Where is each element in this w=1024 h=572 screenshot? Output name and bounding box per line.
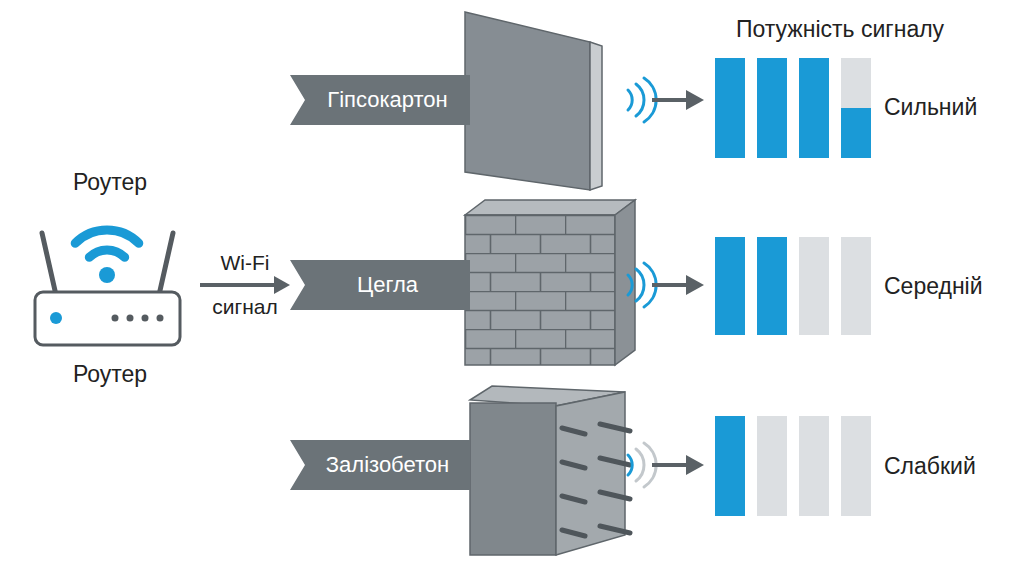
strength-label: Середній <box>884 273 983 300</box>
rebar <box>562 424 630 536</box>
concrete-block <box>470 386 630 555</box>
arrow-head <box>274 276 290 294</box>
signal-arrow <box>200 276 290 294</box>
wifi-dot <box>99 267 115 283</box>
router-icon <box>20 165 200 390</box>
port-led <box>157 315 164 322</box>
signal-waves <box>628 78 656 487</box>
power-led <box>50 312 62 324</box>
strength-label: Слабкий <box>884 453 976 480</box>
signal-label: Wi-Fi сигнал <box>205 241 285 329</box>
router-body <box>35 292 180 345</box>
device-label: Роутер <box>20 361 200 388</box>
wifi-arcs <box>75 230 139 257</box>
strength-label: Сильний <box>884 94 977 121</box>
output-arrows <box>652 90 704 475</box>
router-node: РоутерРоутер <box>20 165 200 390</box>
signal-bars <box>715 58 871 516</box>
material-tag: Залізобетон <box>290 440 470 490</box>
port-led <box>127 315 134 322</box>
gypsum-wall <box>465 12 602 190</box>
antenna <box>159 233 173 295</box>
material-name: Залізобетон <box>305 440 470 490</box>
port-led <box>142 315 149 322</box>
material-tag: Цегла <box>290 260 470 310</box>
material-tag: Гіпсокартон <box>290 75 470 125</box>
material-name: Гіпсокартон <box>305 75 470 125</box>
arrow-line <box>200 283 278 287</box>
device-label: Роутер <box>20 169 200 196</box>
antenna <box>42 233 56 295</box>
port-led <box>112 315 119 322</box>
column-heading: Потужність сигналу <box>736 16 944 43</box>
material-name: Цегла <box>305 260 470 310</box>
brick-wall <box>465 200 635 365</box>
